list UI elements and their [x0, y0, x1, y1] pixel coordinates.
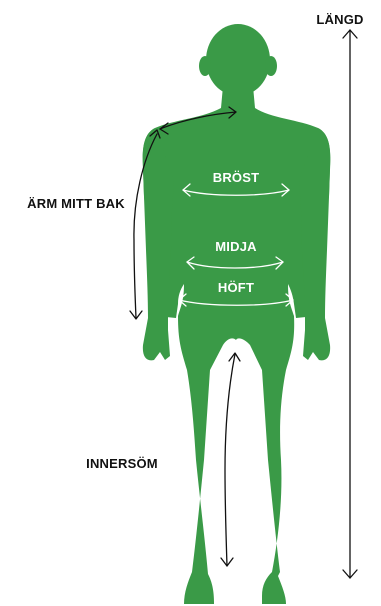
- hip-label: HÖFT: [218, 280, 254, 295]
- left-ear: [199, 56, 211, 76]
- length-arrow: [343, 30, 357, 578]
- sleeve-label: ÄRM MITT BAK: [27, 196, 125, 211]
- right-ear: [265, 56, 277, 76]
- inseam-arrow: [221, 353, 240, 566]
- chest-label: BRÖST: [213, 170, 260, 185]
- body-silhouette: [143, 24, 331, 604]
- head: [206, 24, 270, 96]
- waist-label: MIDJA: [215, 239, 257, 254]
- inseam-label: INNERSÖM: [86, 456, 158, 471]
- torso-and-legs: [143, 86, 331, 604]
- length-label: LÄNGD: [316, 12, 363, 27]
